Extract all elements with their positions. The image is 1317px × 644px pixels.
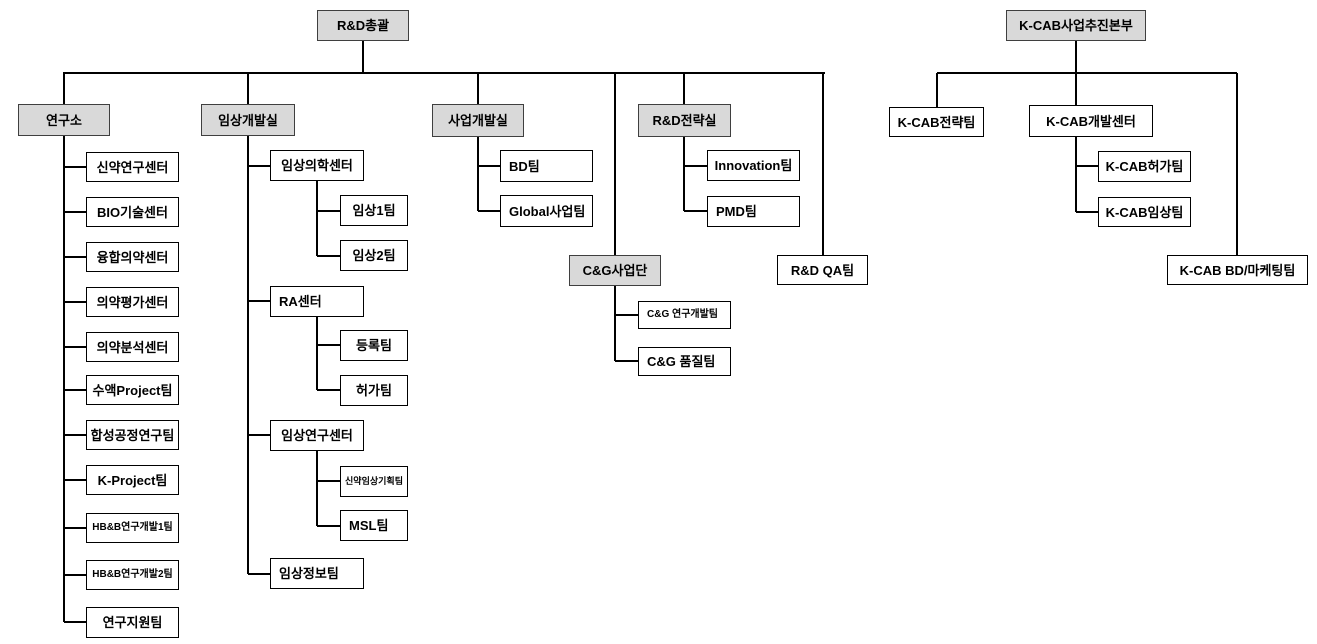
org-node-med-analysis-center: 의약분석센터 xyxy=(86,332,179,362)
connector-stub-cg-rnd xyxy=(615,314,638,316)
org-node-pmd-team: PMD팀 xyxy=(707,196,800,227)
connector-stub-iv-project xyxy=(64,389,86,391)
connector-drop-clinical xyxy=(247,73,249,104)
org-node-kcab-hq: K-CAB사업추진본부 xyxy=(1006,10,1146,41)
org-node-research-institute: 연구소 xyxy=(18,104,110,136)
connector-rd-main-bus xyxy=(63,72,825,74)
connector-strategy-spine xyxy=(683,137,685,211)
org-node-bd-team: BD팀 xyxy=(500,150,593,182)
connector-stub-research-support xyxy=(64,621,86,623)
connector-stub-clinical-med xyxy=(248,165,270,167)
org-node-business-dev-office: 사업개발실 xyxy=(432,104,524,137)
connector-stub-clinical-team2 xyxy=(317,255,340,257)
org-node-approval-team: 허가팀 xyxy=(340,375,408,406)
org-node-k-project-team: K-Project팀 xyxy=(86,465,179,495)
org-node-clinical-team1: 임상1팀 xyxy=(340,195,408,226)
org-node-clinical-team2: 임상2팀 xyxy=(340,240,408,271)
connector-stub-clinical-res xyxy=(248,434,270,436)
connector-cg-spine xyxy=(614,286,616,361)
org-node-kcab-dev-center: K-CAB개발센터 xyxy=(1029,105,1153,137)
connector-clinical-spine xyxy=(247,136,249,574)
connector-stub-hbb2 xyxy=(64,574,86,576)
connector-drop-research xyxy=(63,73,65,104)
connector-stub-synthesis xyxy=(64,434,86,436)
org-node-clinical-dev-office: 임상개발실 xyxy=(201,104,295,136)
connector-kcab-dev-spine xyxy=(1075,137,1077,212)
connector-stub-bd-team xyxy=(478,165,500,167)
org-node-bio-tech-center: BIO기술센터 xyxy=(86,197,179,227)
connector-stub-ra-center xyxy=(248,300,270,302)
connector-stub-cg-quality xyxy=(615,360,638,362)
connector-stub-nd-planning xyxy=(317,480,340,482)
connector-stub-fusion xyxy=(64,256,86,258)
connector-stub-innovation xyxy=(684,165,707,167)
org-node-cg-division: C&G사업단 xyxy=(569,255,661,286)
org-node-new-drug-center: 신약연구센터 xyxy=(86,152,179,182)
org-node-med-eval-center: 의약평가센터 xyxy=(86,287,179,317)
connector-drop-kcab-strategy xyxy=(936,73,938,107)
org-node-global-business-team: Global사업팀 xyxy=(500,195,593,227)
org-node-hbb-rnd-team1: HB&B연구개발1팀 xyxy=(86,513,179,543)
org-node-ra-center: RA센터 xyxy=(270,286,364,317)
connector-business-spine xyxy=(477,137,479,211)
connector-stub-registration xyxy=(317,344,340,346)
org-node-synthesis-team: 합성공정연구팀 xyxy=(86,420,179,450)
org-node-cg-rnd-team: C&G 연구개발팀 xyxy=(638,301,731,329)
connector-drop-business xyxy=(477,73,479,104)
org-node-kcab-strategy-team: K-CAB전략팀 xyxy=(889,107,984,137)
org-node-cg-quality-team: C&G 품질팀 xyxy=(638,347,731,376)
connector-stub-med-eval xyxy=(64,301,86,303)
connector-stub-global-team xyxy=(478,210,500,212)
org-node-rd-head: R&D총괄 xyxy=(317,10,409,41)
connector-stub-med-analysis xyxy=(64,346,86,348)
org-node-clinical-med-center: 임상의학센터 xyxy=(270,150,364,181)
org-node-msl-team: MSL팀 xyxy=(340,510,408,541)
org-node-kcab-bd-marketing: K-CAB BD/마케팅팀 xyxy=(1167,255,1308,285)
connector-stub-k-project xyxy=(64,479,86,481)
org-node-registration-team: 등록팀 xyxy=(340,330,408,361)
connector-stub-msl xyxy=(317,525,340,527)
connector-clinical-med-spine xyxy=(316,181,318,256)
org-node-nd-clinical-planning: 신약임상기획팀 xyxy=(340,466,408,497)
connector-ra-spine xyxy=(316,317,318,390)
connector-stub-bio-tech xyxy=(64,211,86,213)
connector-drop-cg xyxy=(614,73,616,255)
connector-stub-kcab-clinical xyxy=(1076,211,1098,213)
org-node-rd-strategy-office: R&D전략실 xyxy=(638,104,731,137)
connector-drop-rd-qa xyxy=(822,73,824,255)
org-node-fusion-med-center: 융합의약센터 xyxy=(86,242,179,272)
connector-stub-hbb1 xyxy=(64,527,86,529)
connector-research-spine xyxy=(63,136,65,622)
org-node-research-support-team: 연구지원팀 xyxy=(86,607,179,638)
org-node-kcab-clinical-team: K-CAB임상팀 xyxy=(1098,197,1191,227)
org-node-innovation-team: Innovation팀 xyxy=(707,150,800,181)
connector-rd-head-drop xyxy=(362,41,364,73)
connector-stub-kcab-approval xyxy=(1076,165,1098,167)
connector-stub-new-drug xyxy=(64,166,86,168)
org-node-rd-qa-team: R&D QA팀 xyxy=(777,255,868,285)
org-node-kcab-approval-team: K-CAB허가팀 xyxy=(1098,151,1191,182)
connector-kcab-main-bus xyxy=(937,72,1237,74)
org-node-hbb-rnd-team2: HB&B연구개발2팀 xyxy=(86,560,179,590)
connector-stub-approval xyxy=(317,389,340,391)
connector-stub-clinical-team1 xyxy=(317,210,340,212)
org-node-clinical-res-center: 임상연구센터 xyxy=(270,420,364,451)
connector-drop-strategy xyxy=(683,73,685,104)
org-node-iv-project-team: 수액Project팀 xyxy=(86,375,179,405)
connector-stub-clinical-info xyxy=(248,573,270,575)
connector-stub-pmd xyxy=(684,210,707,212)
connector-clinical-res-spine xyxy=(316,451,318,526)
org-node-clinical-info-team: 임상정보팀 xyxy=(270,558,364,589)
connector-drop-kcab-bd-marketing xyxy=(1236,73,1238,255)
